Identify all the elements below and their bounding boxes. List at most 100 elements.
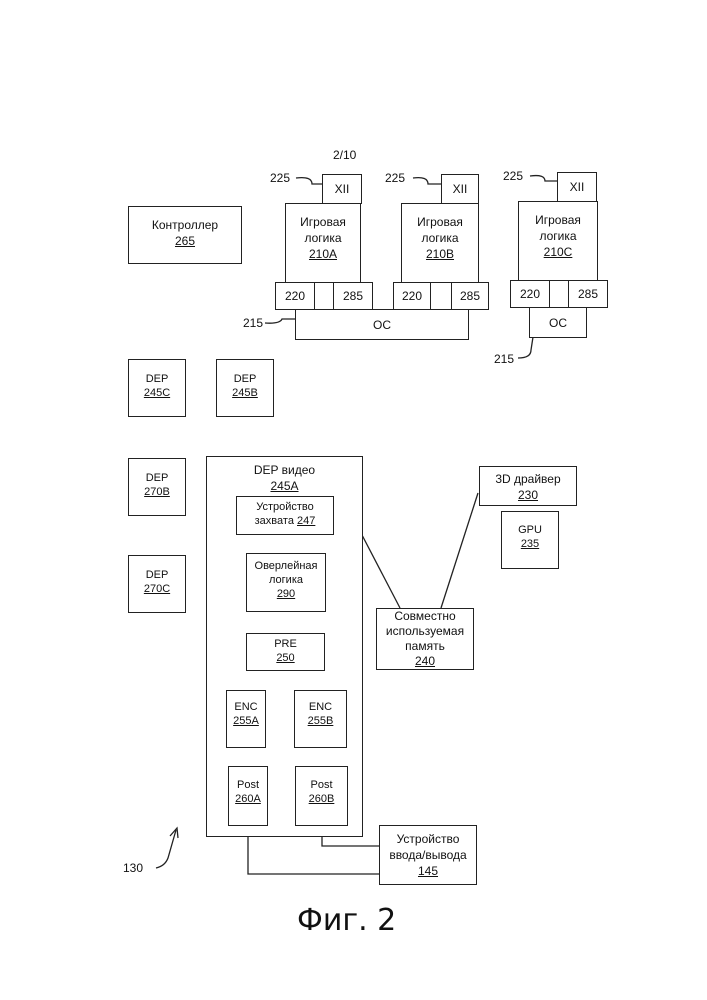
post-b-label: Post bbox=[296, 778, 347, 792]
os-single-label: ОС bbox=[530, 315, 586, 331]
post-a-label: Post bbox=[229, 778, 267, 792]
shared-memory-label-2: используемая bbox=[377, 624, 473, 639]
game-logic-label-a-2: логика bbox=[286, 230, 360, 246]
slot-285-c-label: 285 bbox=[569, 286, 607, 302]
game-logic-label-a-1: Игровая bbox=[286, 214, 360, 230]
overlay-logic-box: Оверлейная логика 290 bbox=[246, 553, 326, 612]
slot-220-c-label: 220 bbox=[511, 286, 549, 302]
driver-3d-ref: 230 bbox=[480, 487, 576, 503]
dep-box-270b: DEP 270B bbox=[128, 458, 186, 516]
enc-b-label: ENC bbox=[295, 700, 346, 714]
leader-215-a bbox=[265, 319, 295, 323]
dep-box-270c: DEP 270C bbox=[128, 555, 186, 613]
enc-box-b: ENC 255B bbox=[294, 690, 347, 748]
slot-220-c: 220 bbox=[510, 280, 550, 308]
post-box-a: Post 260A bbox=[228, 766, 268, 826]
dep-270b-ref: 270B bbox=[129, 485, 185, 499]
post-a-ref: 260A bbox=[229, 792, 267, 806]
capture-ref: 247 bbox=[297, 515, 315, 527]
controller-ref: 265 bbox=[129, 233, 241, 249]
post-box-b: Post 260B bbox=[295, 766, 348, 826]
link-depvideo-memory bbox=[362, 535, 400, 608]
io-device-label-1: Устройство bbox=[380, 831, 476, 847]
slot-220-a: 220 bbox=[275, 282, 315, 310]
slot-220-a-label: 220 bbox=[276, 288, 314, 304]
enc-a-ref: 255A bbox=[227, 714, 265, 728]
leader-225-c bbox=[530, 176, 557, 181]
dep-270c-ref: 270C bbox=[129, 582, 185, 596]
overlay-label-1: Оверлейная bbox=[247, 559, 325, 573]
driver-3d-box: 3D драйвер 230 bbox=[479, 466, 577, 506]
leader-225-b bbox=[413, 178, 441, 184]
shared-memory-label-1: Совместно bbox=[377, 609, 473, 624]
overlay-label-2: логика bbox=[247, 573, 325, 587]
dep-245b-label: DEP bbox=[217, 372, 273, 386]
slot-285-a: 285 bbox=[333, 282, 373, 310]
os-ref-c: 215 bbox=[494, 352, 514, 366]
slot-mid-c bbox=[549, 280, 569, 308]
slot-220-b-label: 220 bbox=[394, 288, 430, 304]
shared-memory-ref: 240 bbox=[377, 654, 473, 669]
shared-memory-label-3: память bbox=[377, 639, 473, 654]
game-logic-box-c: Игровая логика 210C bbox=[518, 201, 598, 281]
link-driver-memory bbox=[441, 493, 478, 608]
slot-285-b: 285 bbox=[451, 282, 489, 310]
game-logic-label-b-2: логика bbox=[402, 230, 478, 246]
leader-130 bbox=[156, 830, 176, 868]
enc-a-label: ENC bbox=[227, 700, 265, 714]
slot-285-a-label: 285 bbox=[334, 288, 372, 304]
xii-box-b: XII bbox=[441, 174, 479, 204]
system-ref-130: 130 bbox=[123, 861, 143, 875]
capture-label-1: Устройство bbox=[237, 500, 333, 514]
overlay-ref: 290 bbox=[247, 587, 325, 601]
slot-mid-a bbox=[314, 282, 334, 310]
os-ref-a: 215 bbox=[243, 316, 263, 330]
slot-220-b: 220 bbox=[393, 282, 431, 310]
xii-box-a: XII bbox=[322, 174, 362, 204]
controller-box: Контроллер 265 bbox=[128, 206, 242, 264]
xii-ref-b: 225 bbox=[385, 171, 405, 185]
xii-label-b: XII bbox=[442, 181, 478, 197]
figure-caption: Фиг. 2 bbox=[297, 903, 396, 938]
pre-ref: 250 bbox=[247, 651, 324, 665]
xii-ref-c: 225 bbox=[503, 169, 523, 183]
post-b-ref: 260B bbox=[296, 792, 347, 806]
dep-245c-label: DEP bbox=[129, 372, 185, 386]
leader-225-a bbox=[296, 178, 322, 184]
game-logic-label-b-1: Игровая bbox=[402, 214, 478, 230]
game-logic-ref-a: 210A bbox=[286, 246, 360, 262]
os-single-box: ОС bbox=[529, 307, 587, 338]
xii-ref-a: 225 bbox=[270, 171, 290, 185]
pre-label: PRE bbox=[247, 637, 324, 651]
dep-270c-label: DEP bbox=[129, 568, 185, 582]
game-logic-label-c-2: логика bbox=[519, 228, 597, 244]
io-device-label-2: ввода/вывода bbox=[380, 847, 476, 863]
dep-245c-ref: 245C bbox=[129, 386, 185, 400]
gpu-label: GPU bbox=[502, 523, 558, 537]
xii-label-c: XII bbox=[558, 179, 596, 195]
capture-device-box: Устройство захвата 247 bbox=[236, 496, 334, 535]
xii-box-c: XII bbox=[557, 172, 597, 202]
game-logic-label-c-1: Игровая bbox=[519, 212, 597, 228]
game-logic-ref-b: 210B bbox=[402, 246, 478, 262]
driver-3d-label: 3D драйвер bbox=[480, 471, 576, 487]
slot-285-c: 285 bbox=[568, 280, 608, 308]
slot-mid-b bbox=[430, 282, 452, 310]
os-shared-label: ОС bbox=[296, 317, 468, 333]
dep-box-245b: DEP 245B bbox=[216, 359, 274, 417]
game-logic-box-a: Игровая логика 210A bbox=[285, 203, 361, 283]
dep-video-ref: 245A bbox=[207, 478, 362, 494]
dep-245b-ref: 245B bbox=[217, 386, 273, 400]
gpu-ref: 235 bbox=[502, 537, 558, 551]
gpu-box: GPU 235 bbox=[501, 511, 559, 569]
pre-box: PRE 250 bbox=[246, 633, 325, 671]
dep-box-245c: DEP 245C bbox=[128, 359, 186, 417]
game-logic-box-b: Игровая логика 210B bbox=[401, 203, 479, 283]
sheet-number: 2/10 bbox=[333, 148, 356, 162]
os-shared-box: ОС bbox=[295, 309, 469, 340]
controller-label: Контроллер bbox=[129, 217, 241, 233]
capture-label-2: захвата bbox=[255, 515, 294, 527]
io-device-box: Устройство ввода/вывода 145 bbox=[379, 825, 477, 885]
game-logic-ref-c: 210C bbox=[519, 244, 597, 260]
